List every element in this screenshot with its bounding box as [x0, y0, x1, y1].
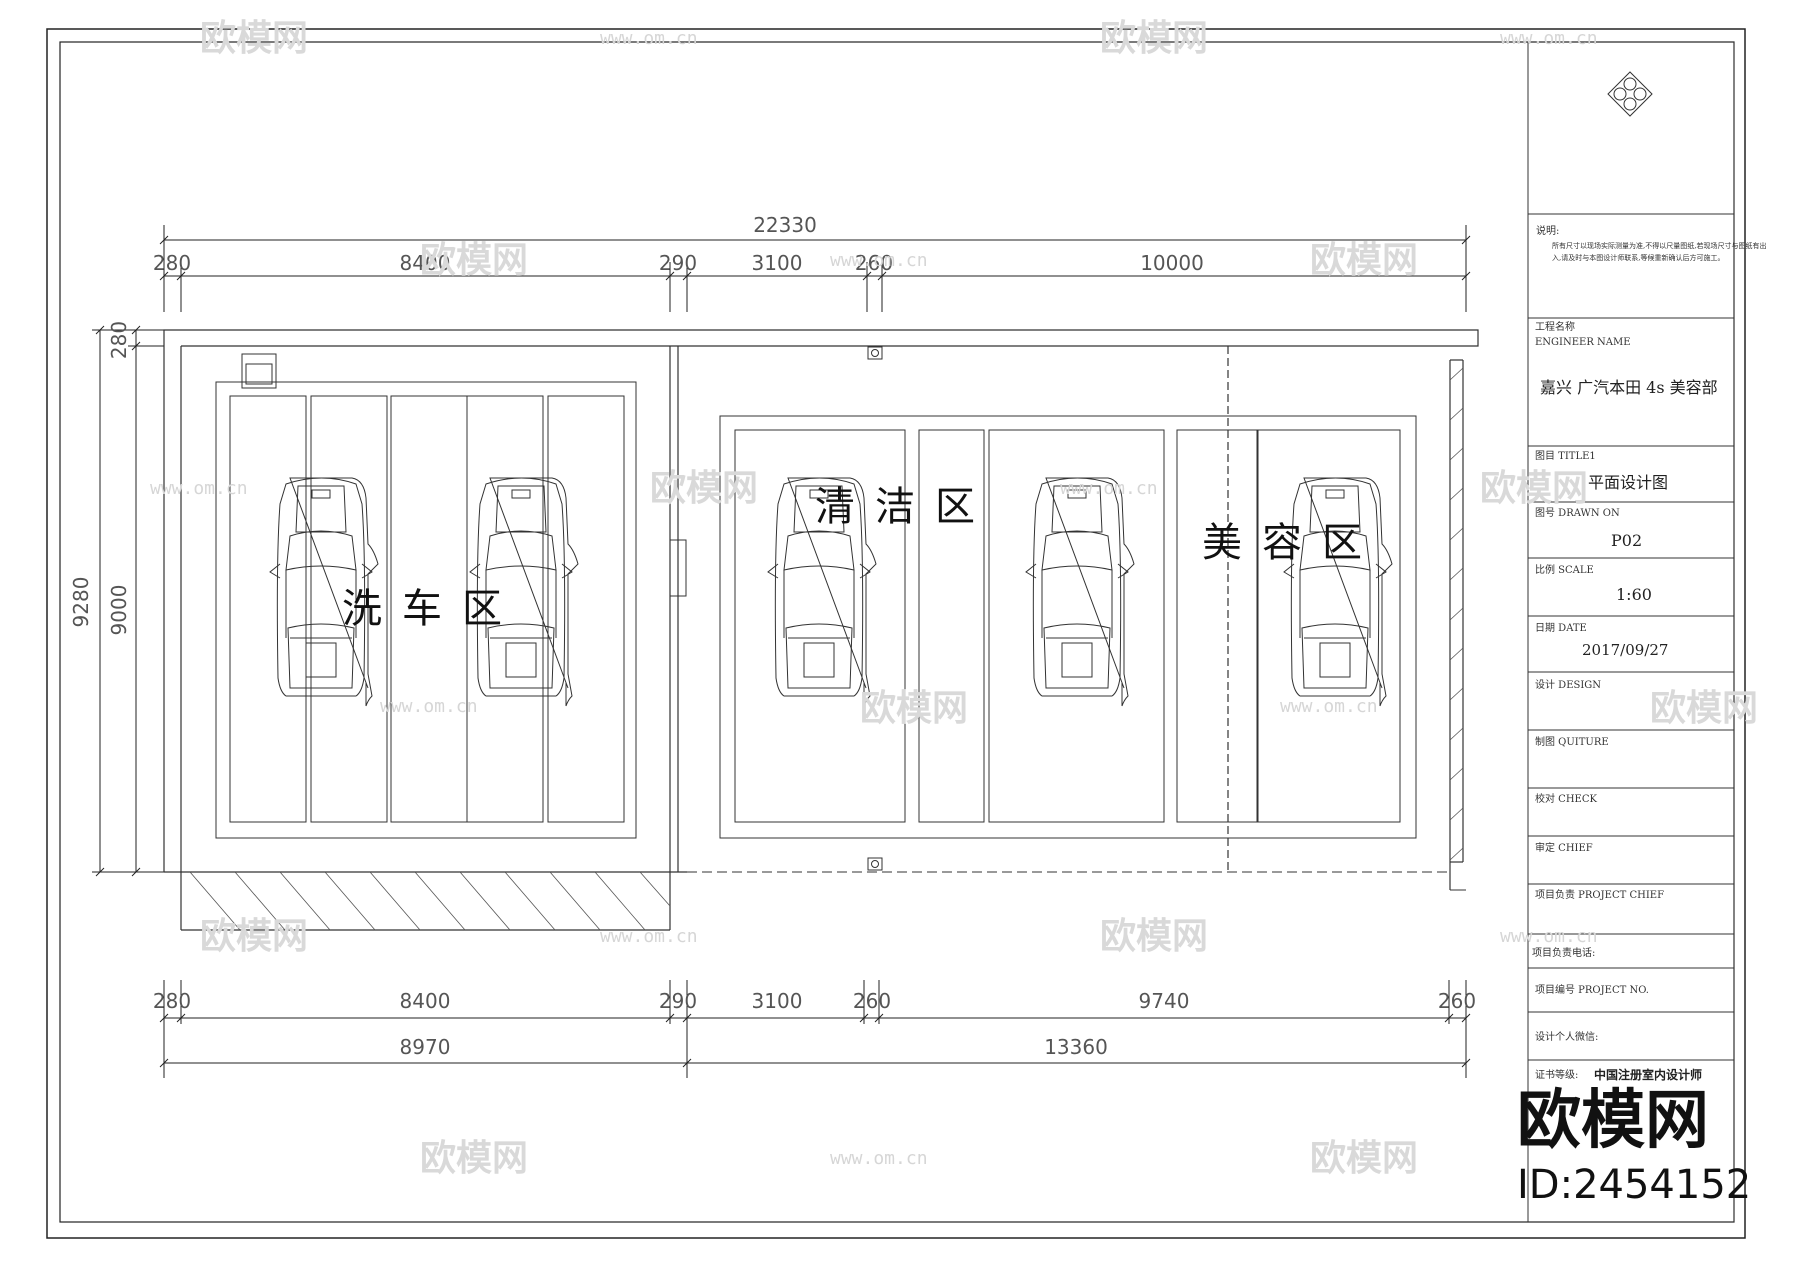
svg-text:欧模网: 欧模网 [1100, 18, 1208, 59]
title-block [1527, 42, 1735, 1222]
svg-text:www.om.cn: www.om.cn [830, 1148, 928, 1169]
dim-top-seg-5: 10000 [1140, 251, 1204, 275]
svg-text:欧模网: 欧模网 [860, 688, 968, 729]
dim-top-seg-0: 280 [153, 251, 191, 275]
svg-text:www.om.cn: www.om.cn [1500, 28, 1598, 49]
hatched-wall [1449, 367, 1464, 861]
svg-text:欧模网: 欧模网 [1100, 916, 1208, 957]
check-label: 校对 CHECK [1535, 792, 1598, 805]
scale-label: 比例 SCALE [1535, 563, 1594, 576]
watermarks: 欧模网 欧模网 欧模网 欧模网 欧模网 欧模网 欧模网 欧模网 欧模网 欧模网 … [150, 18, 1758, 1179]
wash-bay [215, 381, 637, 839]
cert-label: 证书等级: [1535, 1068, 1578, 1081]
compass-logo-icon [1607, 71, 1653, 117]
quiture-label: 制图 QUITURE [1535, 735, 1609, 748]
dim-top-total: 22330 [753, 213, 817, 237]
wechat-label: 设计个人微信: [1535, 1030, 1598, 1043]
svg-text:www.om.cn: www.om.cn [600, 926, 698, 947]
title-value: 平面设计图 [1588, 473, 1668, 492]
building-walls [163, 329, 1479, 931]
dim-bottom-seg-4: 260 [853, 989, 891, 1013]
dim-bottom-seg-3: 3100 [752, 989, 803, 1013]
wall-fixtures [241, 346, 883, 871]
dim-top-seg-4: 260 [855, 251, 893, 275]
bottom-dimensions [159, 980, 1471, 1078]
svg-text:欧模网: 欧模网 [650, 468, 758, 509]
dim-left-outer: 9280 [69, 577, 93, 628]
notes-label: 说明: [1536, 224, 1559, 237]
svg-text:www.om.cn: www.om.cn [1060, 478, 1158, 499]
zone-label-clean: 清洁区 [815, 484, 995, 530]
drawn-value: P02 [1611, 531, 1642, 550]
hatched-apron [189, 871, 671, 931]
dim-bottom-seg-0: 280 [153, 989, 191, 1013]
dim-top-seg-1: 8400 [400, 251, 451, 275]
dim-bottom-seg-2: 290 [659, 989, 697, 1013]
date-label: 日期 DATE [1535, 622, 1587, 634]
svg-text:www.om.cn: www.om.cn [380, 696, 478, 717]
chief-label: 审定 CHIEF [1535, 841, 1593, 854]
svg-text:欧模网: 欧模网 [1650, 688, 1758, 729]
zone-label-beauty: 美容区 [1202, 520, 1382, 566]
svg-text:欧模网: 欧模网 [420, 240, 528, 281]
sheet-frame-outer [46, 28, 1746, 1239]
dim-bottom-total-0: 8970 [400, 1035, 451, 1059]
dim-bottom-seg-6: 260 [1438, 989, 1476, 1013]
engineer-value: 嘉兴 广汽本田 4s 美容部 [1540, 378, 1718, 397]
design-label: 设计 DESIGN [1535, 678, 1601, 691]
notes-line-2: 入,请及时与本图设计师联系,等候重新确认后方可施工。 [1552, 253, 1724, 262]
scale-value: 1:60 [1616, 585, 1652, 604]
date-value: 2017/09/27 [1582, 641, 1668, 659]
svg-text:欧模网: 欧模网 [1310, 1138, 1418, 1179]
brand-logo-text: 欧模网 [1517, 1084, 1709, 1158]
dim-bottom-seg-1: 8400 [400, 989, 451, 1013]
svg-text:欧模网: 欧模网 [200, 916, 308, 957]
top-dimensions [159, 225, 1471, 312]
dim-top-seg-3: 3100 [752, 251, 803, 275]
dim-bottom-seg-5: 9740 [1139, 989, 1190, 1013]
drawn-label: 图号 DRAWN ON [1535, 507, 1620, 519]
svg-text:欧模网: 欧模网 [1480, 468, 1588, 509]
engineer-label: 工程名称 [1535, 320, 1575, 333]
svg-text:欧模网: 欧模网 [1310, 240, 1418, 281]
svg-text:www.om.cn: www.om.cn [830, 250, 928, 271]
dim-top-seg-2: 290 [659, 251, 697, 275]
notes-line-1: 所有尺寸以现场实际测量为准,不得以尺量图纸,若现场尺寸与图纸有出 [1552, 241, 1766, 250]
cert-value: 中国注册室内设计师 [1594, 1067, 1702, 1082]
project-chief-label: 项目负责 PROJECT CHIEF [1535, 888, 1664, 901]
dim-left-small: 280 [107, 321, 131, 359]
svg-text:欧模网: 欧模网 [420, 1138, 528, 1179]
svg-text:www.om.cn: www.om.cn [1500, 926, 1598, 947]
service-bays [719, 415, 1417, 839]
svg-text:www.om.cn: www.om.cn [600, 28, 698, 49]
svg-text:www.om.cn: www.om.cn [1280, 696, 1378, 717]
svg-text:欧模网: 欧模网 [200, 18, 308, 59]
brand-id-text: ID:2454152 [1517, 1162, 1751, 1208]
zone-label-wash: 洗车区 [342, 586, 522, 632]
project-phone-label: 项目负责电话: [1532, 946, 1595, 959]
engineer-label-en: ENGINEER NAME [1535, 337, 1631, 348]
left-dimensions [92, 325, 164, 877]
project-no-label: 项目编号 PROJECT NO. [1535, 983, 1649, 996]
title-label: 图目 TITLE1 [1535, 450, 1596, 462]
dim-bottom-total-1: 13360 [1044, 1035, 1108, 1059]
dim-left-inner: 9000 [107, 585, 131, 636]
svg-text:www.om.cn: www.om.cn [150, 478, 248, 499]
